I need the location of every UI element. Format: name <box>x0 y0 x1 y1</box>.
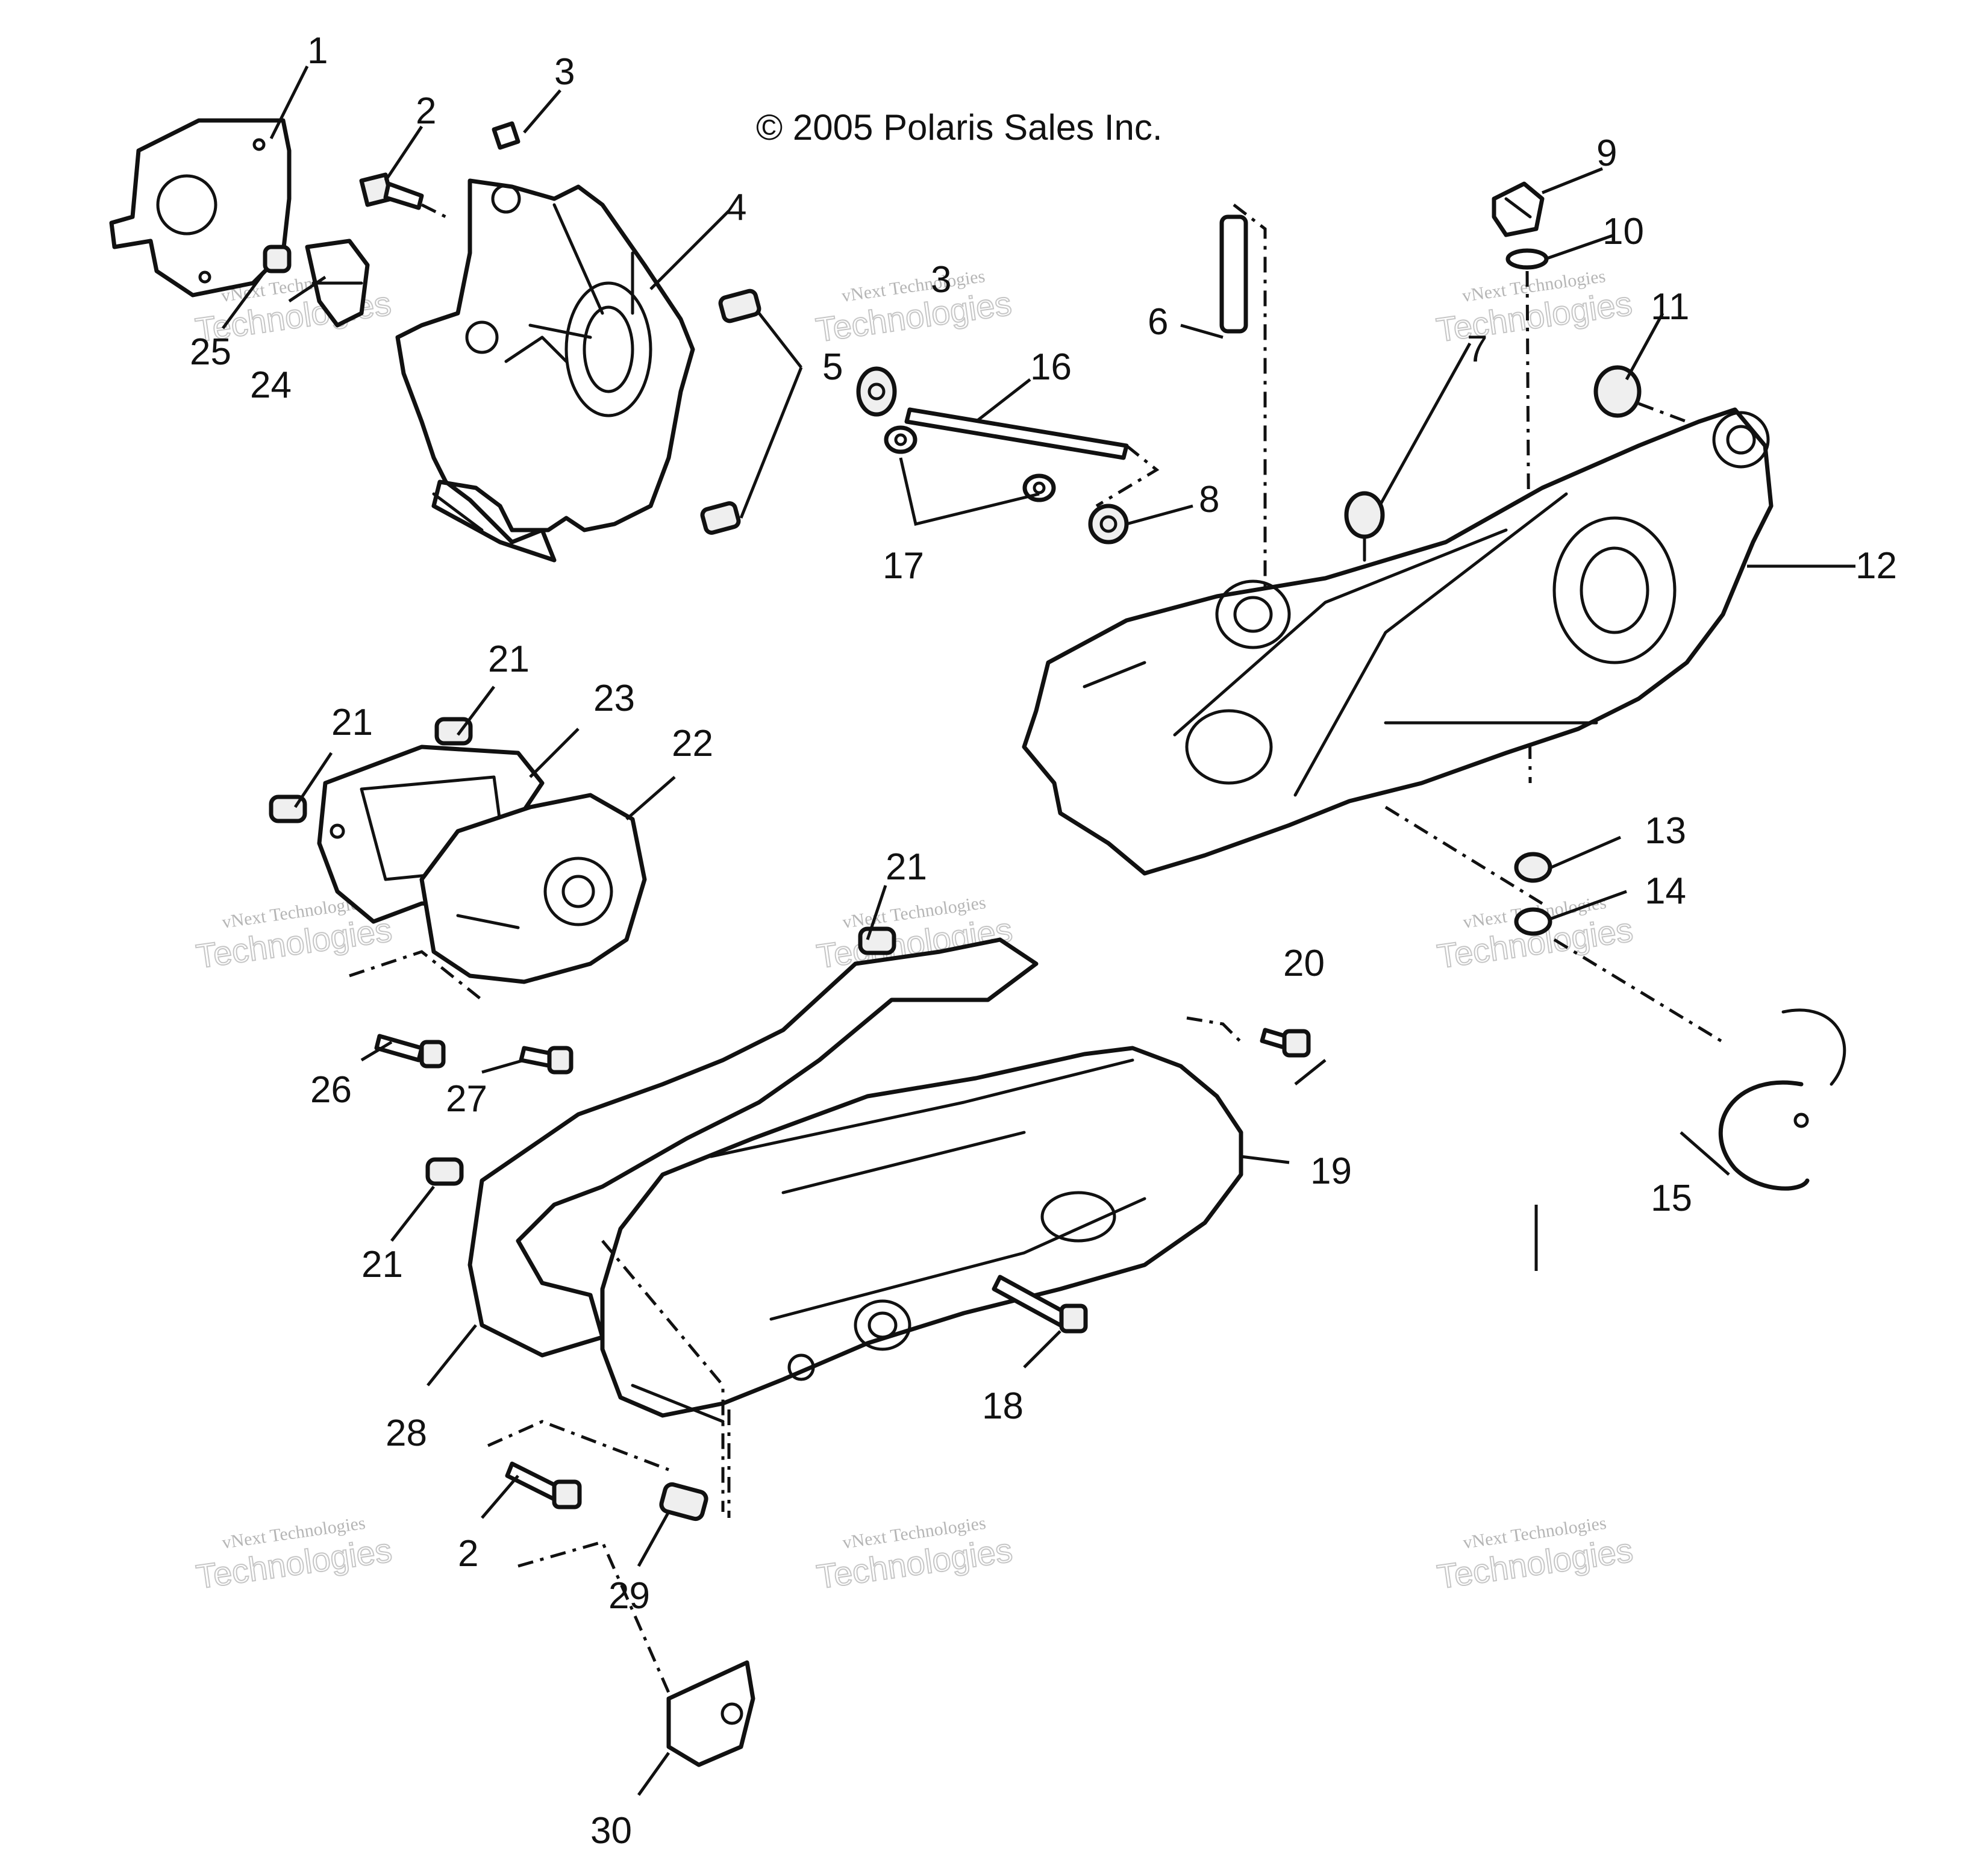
copyright-text: © 2005 Polaris Sales Inc. <box>756 107 1163 148</box>
watermark-group: Technologies vNext Technologies Technolo… <box>192 266 1636 1596</box>
part-5-dowel-lower <box>700 501 741 535</box>
callout-21-d: 21 <box>361 1244 403 1285</box>
callout-16: 16 <box>1030 346 1072 388</box>
callout-7: 7 <box>1467 328 1487 370</box>
callout-27: 27 <box>446 1078 487 1120</box>
callout-30: 30 <box>590 1810 632 1851</box>
callout-20: 20 <box>1283 943 1325 984</box>
callout-11: 11 <box>1651 286 1689 328</box>
callout-19: 19 <box>1310 1150 1352 1192</box>
part-27-bolt <box>519 1046 574 1075</box>
callout-24: 24 <box>250 364 292 406</box>
part-17-washer-right <box>1022 473 1056 502</box>
part-14-washer <box>1514 907 1724 1044</box>
part-30-bracket <box>517 1540 755 1767</box>
part-21-dowel-a <box>434 717 473 746</box>
part-16-shaft <box>904 407 1160 508</box>
part-8-bearing <box>1088 504 1129 545</box>
callout-22: 22 <box>672 723 713 764</box>
callout-6: 6 <box>1148 301 1168 343</box>
callout-8: 8 <box>1199 479 1219 520</box>
callout-2-top: 2 <box>416 90 436 132</box>
callout-23: 23 <box>593 678 635 719</box>
part-7-fitting <box>1344 491 1385 562</box>
callout-29: 29 <box>608 1575 650 1617</box>
callout-13: 13 <box>1645 810 1686 852</box>
dash-guide <box>349 950 483 1001</box>
part-13-nut <box>1514 852 1552 883</box>
callout-5: 5 <box>822 346 843 388</box>
part-29-dowel <box>659 1482 708 1522</box>
callout-9: 9 <box>1596 133 1617 174</box>
callout-21-b: 21 <box>331 702 373 743</box>
callout-14: 14 <box>1645 870 1686 912</box>
callout-10: 10 <box>1602 211 1644 252</box>
callout-18: 18 <box>982 1385 1024 1427</box>
part-2-bolt-bottom <box>487 1420 669 1509</box>
callout-26: 26 <box>310 1069 352 1111</box>
part-3-bearing <box>856 366 897 417</box>
callout-1: 1 <box>307 30 328 72</box>
part-12-crankcase-right <box>1022 407 1774 905</box>
callout-3-right: 3 <box>931 259 951 301</box>
part-1-plate <box>109 118 292 298</box>
part-22-cover <box>419 793 647 984</box>
part-18-bolt <box>992 1275 1088 1334</box>
part-17-washer-left <box>884 425 917 454</box>
part-26-bolt <box>374 1034 446 1069</box>
part-2-bolt-top <box>359 172 447 219</box>
part-4-crankcase-left <box>395 178 695 563</box>
leader-lines <box>221 65 1855 1796</box>
callout-2-bottom: 2 <box>458 1533 478 1575</box>
part-25-bolt <box>263 245 292 273</box>
part-11-bushing <box>1593 365 1687 423</box>
part-28-gasket <box>467 937 1039 1358</box>
callout-21-c: 21 <box>886 846 927 888</box>
part-6-rod <box>1219 204 1325 616</box>
callout-17: 17 <box>883 545 924 587</box>
part-24-bracket <box>305 239 370 328</box>
part-10-oring <box>1505 248 1549 270</box>
callout-15: 15 <box>1651 1178 1692 1219</box>
part-9-cap <box>1492 181 1545 237</box>
callout-25: 25 <box>190 331 231 373</box>
part-19-cover <box>600 1046 1243 1518</box>
part-3-tag <box>492 121 520 150</box>
part-15-circlip <box>1718 1008 1846 1191</box>
part-21-dowel-c <box>858 926 896 955</box>
part-5-dowel-upper <box>718 289 761 323</box>
callout-3: 3 <box>554 51 575 93</box>
callout-12: 12 <box>1855 545 1897 587</box>
callout-21-a: 21 <box>488 638 530 680</box>
callout-4: 4 <box>726 187 746 228</box>
callout-28: 28 <box>386 1412 427 1454</box>
callout-numbers: 1 2 3 4 5 6 7 8 9 10 11 12 13 14 15 16 1… <box>190 30 1897 1851</box>
part-21-dowel-d <box>425 1157 464 1186</box>
part-20-bolt <box>1186 1016 1311 1058</box>
